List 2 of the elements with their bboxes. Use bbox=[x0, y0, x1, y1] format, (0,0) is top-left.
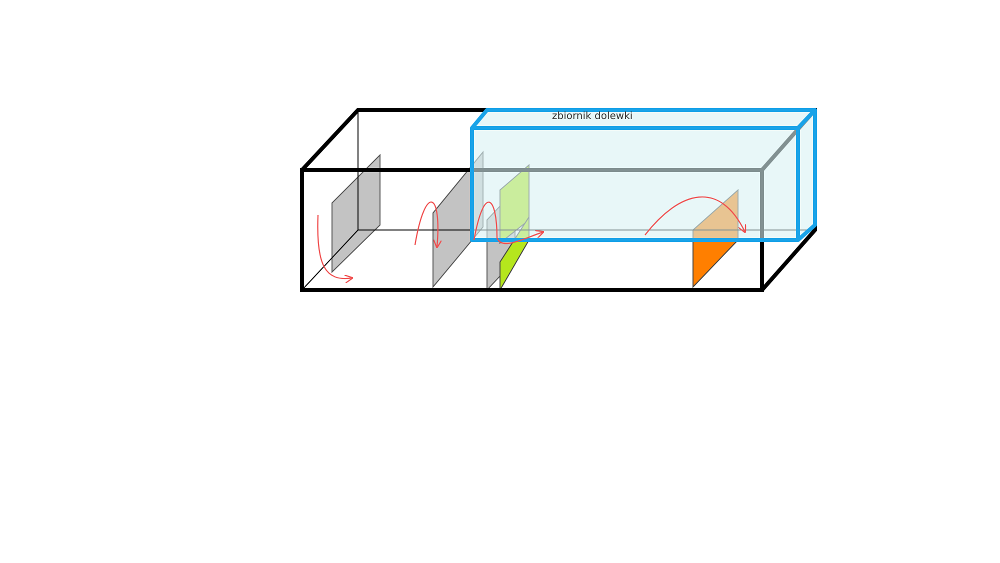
top-off-tank bbox=[468, 106, 818, 244]
tank-label: zbiornik dolewki bbox=[552, 111, 633, 122]
